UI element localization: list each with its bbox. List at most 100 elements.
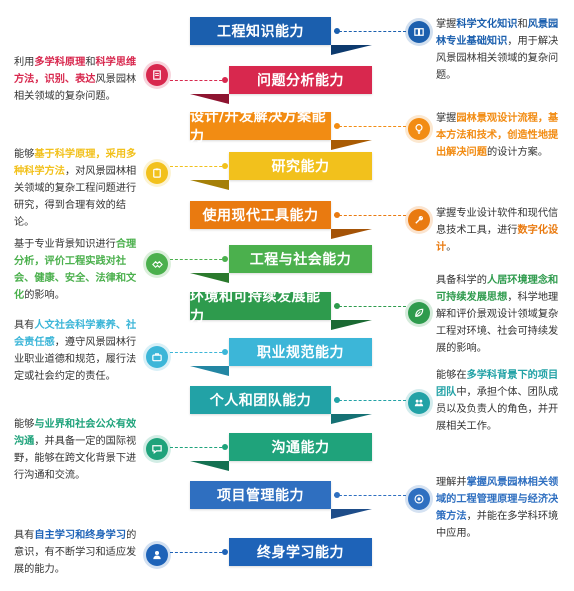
- highlight-text: 合理分析，评价工程实践对社会、健康、安全、法律和文化: [14, 239, 137, 301]
- ability-fold-1: [331, 45, 372, 55]
- highlight-text: 园林景观设计流程，基本方法和技术，创造性地提出解决问题: [436, 113, 559, 158]
- connector-dot: [222, 444, 228, 450]
- description-text: 和: [517, 19, 528, 30]
- ability-fold-8: [190, 366, 229, 376]
- ability-label: 终身学习能力: [257, 545, 344, 561]
- description-text: ，对风景园林相关领域的复杂工程问题进行研究，得到合理有效的结论。: [14, 166, 137, 228]
- connector-line: [334, 400, 406, 401]
- description-text: 的设计方案。: [486, 147, 549, 158]
- description-text: 。: [446, 242, 457, 253]
- ability-band-1: 工程知识能力: [190, 17, 331, 45]
- description-text: ，用于解决风景园林相关领域的复杂问题。: [436, 36, 559, 81]
- description-text: 利用: [14, 57, 35, 68]
- ability-bubble-5: [408, 209, 430, 231]
- connector-line: [334, 215, 406, 216]
- description-text: 能够在: [436, 370, 467, 381]
- ability-label: 工程与社会能力: [249, 252, 352, 268]
- highlight-text: 风景园林专业基础知识: [436, 19, 559, 47]
- ability-band-6: 工程与社会能力: [229, 245, 372, 273]
- description-text: 能够: [14, 149, 35, 160]
- ability-label: 职业规范能力: [257, 345, 344, 361]
- description-text: ，科学地理解和评价景观设计领域复杂工程对环境、社会可持续发展的影响。: [436, 292, 559, 354]
- description-text: 的意识，有不断学习和适应发展的能力。: [14, 530, 137, 575]
- ability-fold-4: [190, 180, 229, 190]
- ability-fold-6: [190, 273, 229, 283]
- ability-bubble-2: [146, 64, 168, 86]
- ability-bubble-4: [146, 162, 168, 184]
- connector-dot: [334, 397, 340, 403]
- description-text: 中，承担个体、团队成员以及负责人的角色，并开展相关工作。: [436, 387, 559, 432]
- chat-icon: [151, 440, 163, 459]
- connector-dot: [334, 28, 340, 34]
- ability-label: 使用现代工具能力: [202, 208, 319, 224]
- description-text: 具有: [14, 320, 35, 331]
- ability-fold-11: [331, 509, 372, 519]
- ability-band-12: 终身学习能力: [229, 538, 372, 566]
- connector-dot: [222, 549, 228, 555]
- ability-fold-10: [190, 461, 229, 471]
- ability-description-8: 具有人文社会科学素养、社会责任感，遵守风景园林行业职业道德和规范，履行法定或社会…: [14, 317, 142, 385]
- connector-dot: [222, 256, 228, 262]
- document-icon: [151, 66, 163, 85]
- ability-label: 项目管理能力: [217, 488, 304, 504]
- highlight-text: 人居环境理念和可持续发展思想: [436, 275, 559, 303]
- connector-line: [170, 552, 227, 553]
- clipboard-icon: [151, 164, 163, 183]
- description-text: 具备科学的: [436, 275, 487, 286]
- ability-bubble-9: [408, 392, 430, 414]
- user-icon: [151, 546, 163, 565]
- ability-band-11: 项目管理能力: [190, 481, 331, 509]
- ability-fold-9: [331, 414, 372, 424]
- ability-band-9: 个人和团队能力: [190, 386, 331, 414]
- ability-label: 设计/开发解决方案能力: [190, 109, 327, 145]
- ability-label: 个人和团队能力: [209, 393, 312, 409]
- highlight-text: 科学文化知识: [456, 19, 518, 30]
- connector-dot: [334, 123, 340, 129]
- highlight-text: 多学科原理: [34, 57, 86, 68]
- ability-description-2: 利用多学科原理和科学思维方法，识别、表达风景园林相关领域的复杂问题。: [14, 54, 142, 105]
- ability-label: 问题分析能力: [257, 73, 344, 89]
- ability-label: 工程知识能力: [217, 24, 304, 40]
- ability-description-4: 能够基于科学原理，采用多种科学方法，对风景园林相关领域的复杂工程问题进行研究，得…: [14, 146, 142, 231]
- ability-bubble-10: [146, 438, 168, 460]
- ability-band-5: 使用现代工具能力: [190, 201, 331, 229]
- description-text: ，遵守风景园林行业职业道德和规范，履行法定或社会约定的责任。: [14, 337, 137, 382]
- ability-description-1: 掌握科学文化知识和风景园林专业基础知识，用于解决风景园林相关领域的复杂问题。: [436, 16, 568, 84]
- description-text: 掌握专业设计软件和现代信息技术工具，进行: [436, 208, 559, 236]
- ability-label: 研究能力: [271, 159, 330, 175]
- ability-bubble-8: [146, 346, 168, 368]
- ability-bubble-11: [408, 488, 430, 510]
- connector-line: [170, 352, 227, 353]
- connector-line: [334, 31, 406, 32]
- ability-fold-5: [331, 229, 372, 239]
- lightbulb-icon: [413, 120, 425, 139]
- highlight-text: 科学思维方法，识别、表达: [14, 57, 137, 85]
- ability-label: 沟通能力: [271, 440, 330, 456]
- leaf-icon: [413, 304, 425, 323]
- highlight-text: 掌握风景园林相关领域的工程管理原理与经济决策方法: [436, 477, 559, 522]
- team-icon: [413, 394, 425, 413]
- connector-dot: [222, 349, 228, 355]
- description-text: 的影响。: [24, 290, 65, 301]
- ability-fold-7: [331, 320, 372, 330]
- connector-line: [170, 447, 227, 448]
- description-text: 和: [85, 57, 96, 68]
- ability-description-10: 能够与业界和社会公众有效沟通，并具备一定的国际视野，能够在跨文化背景下进行沟通和…: [14, 416, 142, 484]
- connector-dot: [222, 163, 228, 169]
- ability-band-10: 沟通能力: [229, 433, 372, 461]
- description-text: 能够: [14, 419, 35, 430]
- ability-fold-2: [190, 94, 229, 104]
- ability-description-3: 掌握园林景观设计流程，基本方法和技术，创造性地提出解决问题的设计方案。: [436, 110, 568, 161]
- ability-band-7: 环境和可持续发展能力: [190, 289, 331, 325]
- ability-bubble-7: [408, 302, 430, 324]
- ability-bubble-3: [408, 118, 430, 140]
- connector-line: [170, 166, 227, 167]
- ability-fold-3: [331, 140, 372, 150]
- ability-bubble-1: [408, 21, 430, 43]
- connector-line: [334, 495, 406, 496]
- ability-description-12: 具有自主学习和终身学习的意识，有不断学习和适应发展的能力。: [14, 527, 142, 578]
- description-text: 风景园林相关领域的复杂问题。: [14, 74, 137, 102]
- connector-line: [170, 259, 227, 260]
- ability-description-6: 基于专业背景知识进行合理分析，评价工程实践对社会、健康、安全、法律和文化的影响。: [14, 236, 142, 304]
- handshake-icon: [151, 255, 163, 274]
